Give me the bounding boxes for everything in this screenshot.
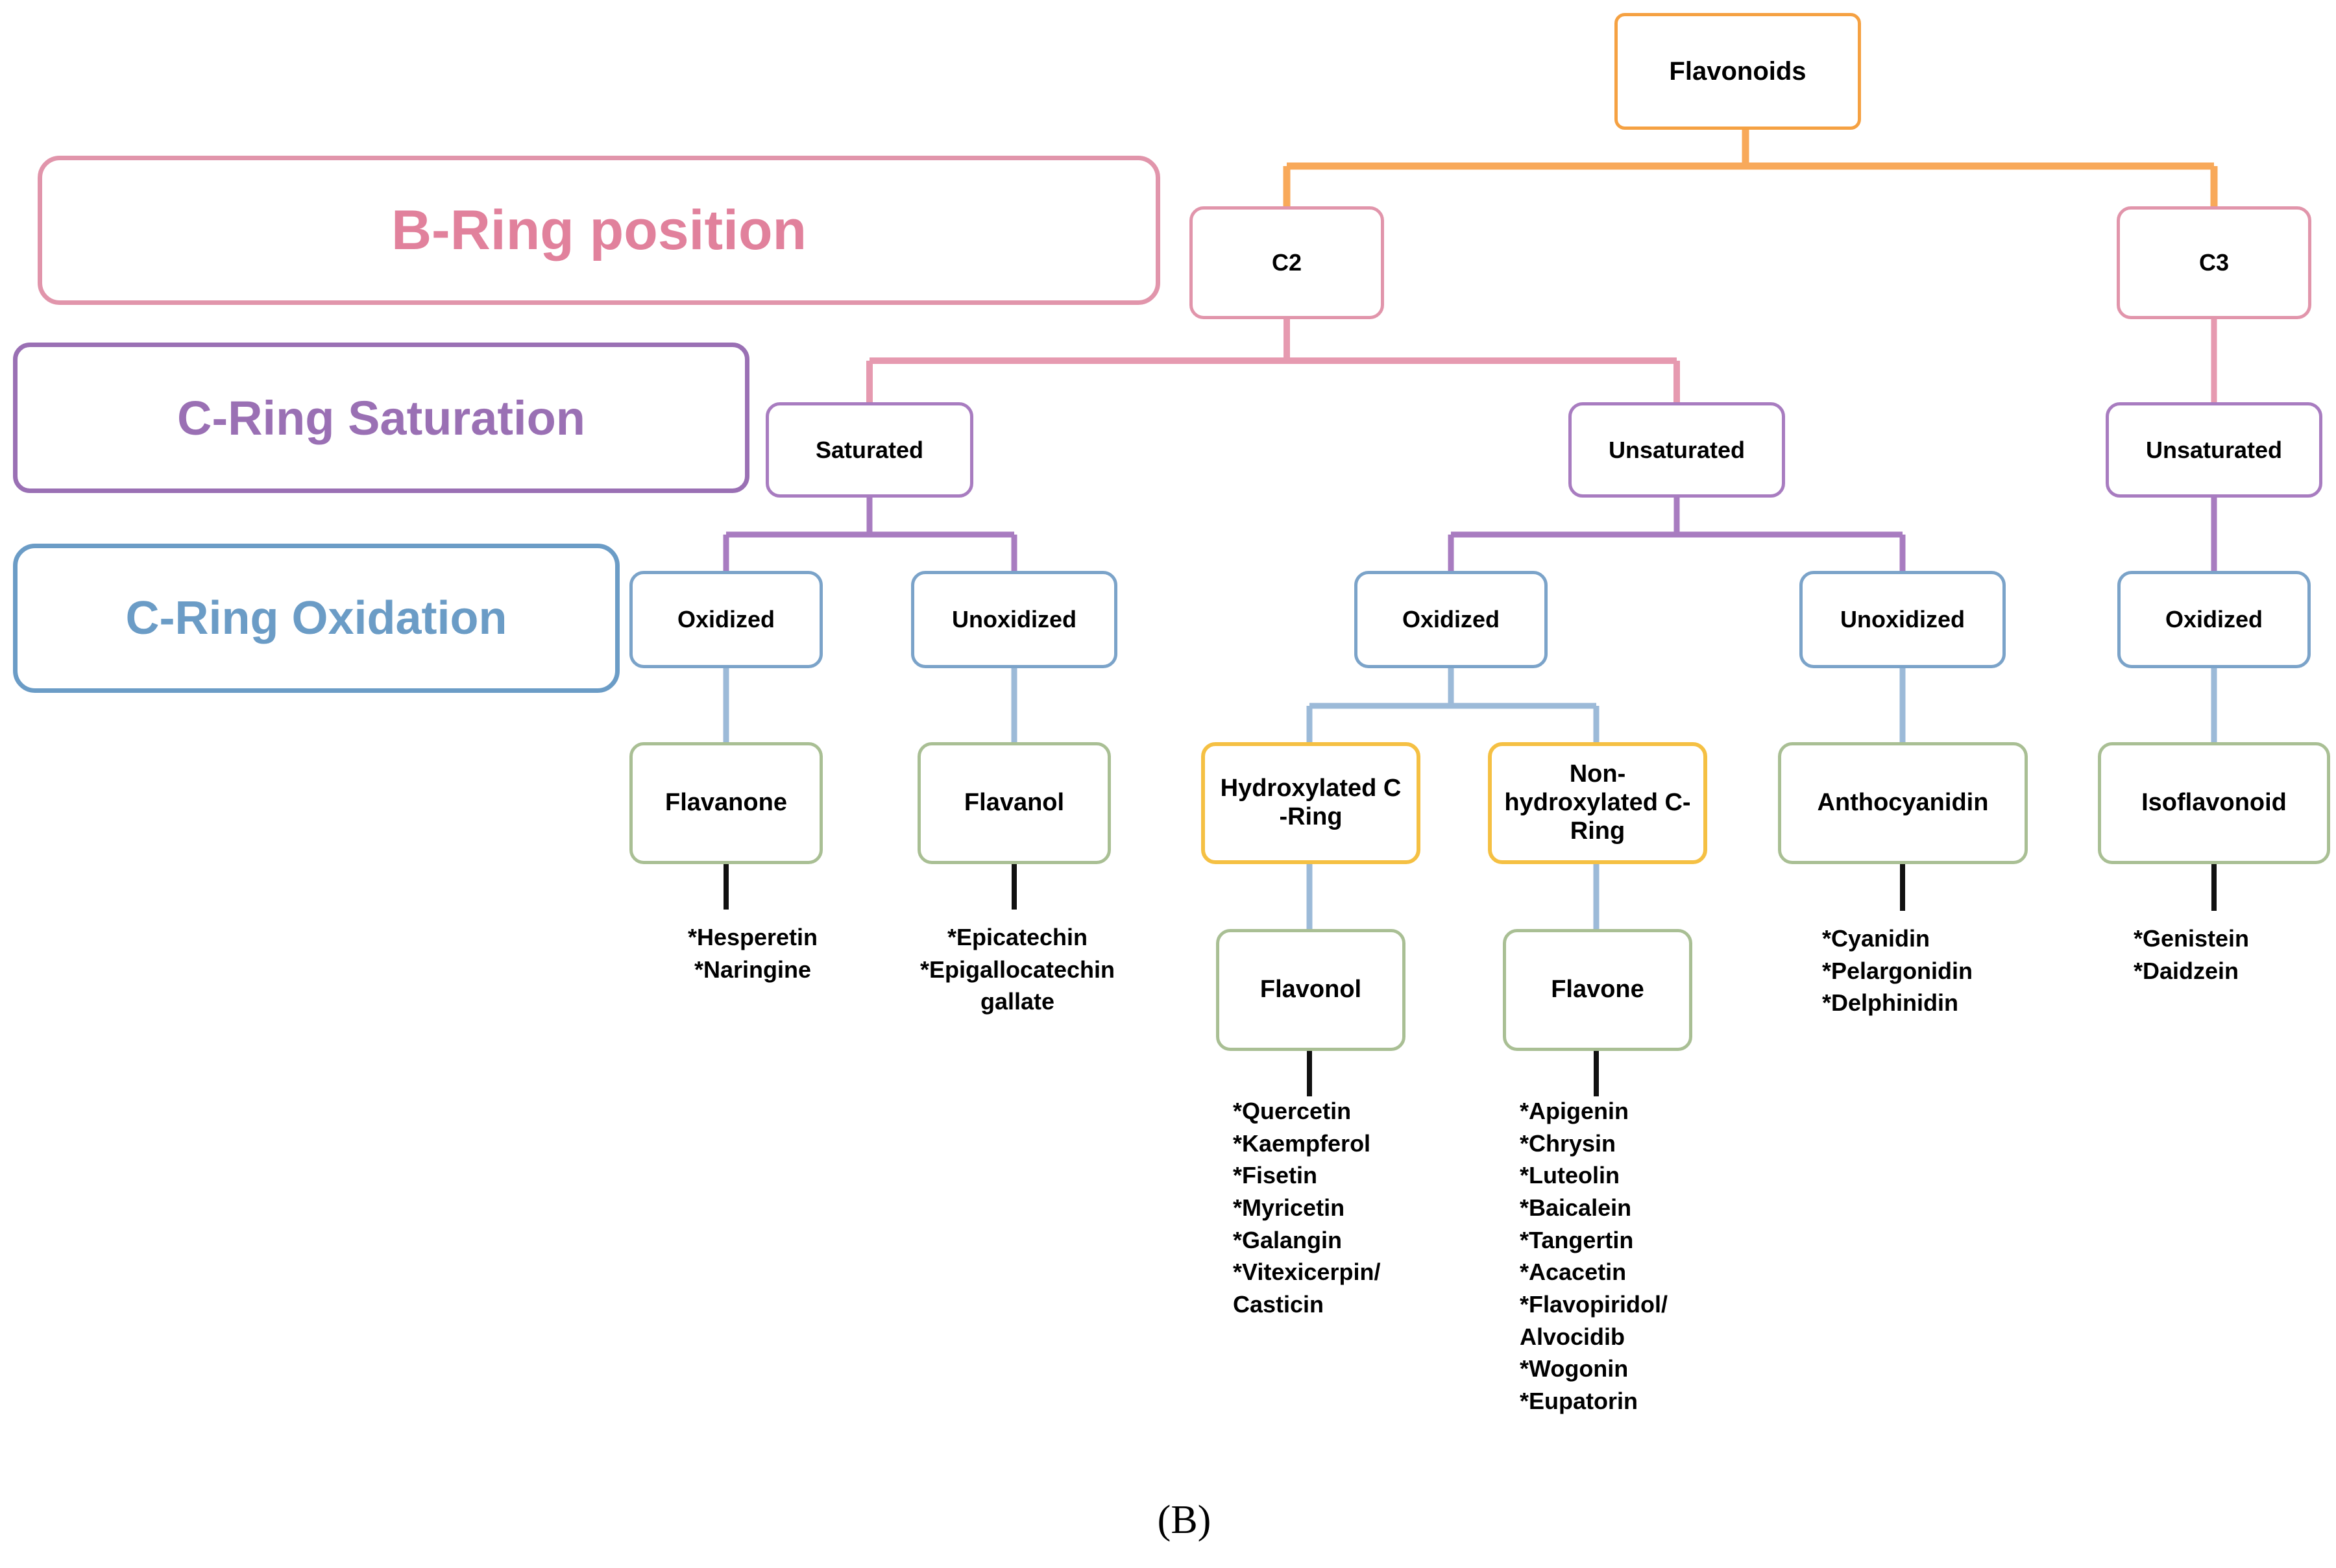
legend-c-ring-oxidation-label: C-Ring Oxidation (125, 592, 507, 644)
node-flavone[interactable]: Flavone (1503, 929, 1692, 1051)
node-unsaturated-c2[interactable]: Unsaturated (1568, 402, 1785, 498)
legend-b-ring-position: B-Ring position (38, 156, 1160, 305)
node-oxidized-saturated-label: Oxidized (677, 606, 775, 633)
node-non-hydroxylated-c-ring[interactable]: Non-hydroxylated C-Ring (1488, 742, 1707, 864)
node-oxidized-c3[interactable]: Oxidized (2117, 571, 2311, 668)
legend-c-ring-saturation: C-Ring Saturation (13, 343, 749, 493)
node-flavanol-label: Flavanol (964, 789, 1065, 817)
node-unoxidized-saturated[interactable]: Unoxidized (911, 571, 1117, 668)
compound-list-flavanol: *Epicatechin *Epigallocatechin gallate (919, 924, 1115, 1015)
node-saturated-label: Saturated (815, 436, 924, 463)
node-unsaturated-c3[interactable]: Unsaturated (2106, 402, 2322, 498)
node-anthocyanidin-label: Anthocyanidin (1817, 789, 1989, 817)
compound-list-flavone: *Apigenin *Chrysin *Luteolin *Baicalein … (1520, 1098, 1668, 1415)
compound-list-isoflavonoid: *Genistein *Daidzein (2134, 925, 2250, 984)
legend-c-ring-oxidation: C-Ring Oxidation (13, 544, 620, 693)
node-flavonol[interactable]: Flavonol (1216, 929, 1405, 1051)
node-c3-label: C3 (2198, 249, 2230, 276)
legend-b-ring-position-label: B-Ring position (391, 199, 807, 261)
node-c2-label: C2 (1271, 249, 1302, 276)
figure-caption: (B) (1157, 1498, 1211, 1542)
node-isoflavonoid[interactable]: Isoflavonoid (2098, 742, 2330, 864)
node-oxidized-c3-label: Oxidized (2165, 606, 2263, 633)
node-unsaturated-c3-label: Unsaturated (2145, 436, 2283, 463)
node-oxidized-unsaturated-label: Oxidized (1402, 606, 1500, 633)
node-non-hydroxylated-c-ring-label: Non-hydroxylated C-Ring (1504, 760, 1691, 845)
node-flavonoids-label: Flavonoids (1669, 57, 1807, 86)
compound-list-anthocyanidin: *Cyanidin *Pelargonidin *Delphinidin (1822, 925, 1973, 1017)
node-hydroxylated-c-ring-label: Hydroxylated C -Ring (1220, 775, 1402, 830)
node-flavonoids[interactable]: Flavonoids (1614, 13, 1861, 130)
node-oxidized-saturated[interactable]: Oxidized (629, 571, 823, 668)
node-c3[interactable]: C3 (2117, 206, 2311, 319)
node-flavanol[interactable]: Flavanol (918, 742, 1111, 864)
node-unoxidized-unsaturated-label: Unoxidized (1840, 606, 1965, 633)
node-saturated[interactable]: Saturated (766, 402, 973, 498)
node-flavanone-label: Flavanone (665, 789, 787, 817)
node-unsaturated-c2-label: Unsaturated (1608, 436, 1746, 463)
node-c2[interactable]: C2 (1189, 206, 1384, 319)
node-isoflavonoid-label: Isoflavonoid (2141, 789, 2287, 817)
node-unoxidized-unsaturated[interactable]: Unoxidized (1799, 571, 2006, 668)
node-oxidized-unsaturated[interactable]: Oxidized (1354, 571, 1548, 668)
compound-list-flavanone: *Hesperetin *Naringine (687, 924, 818, 983)
node-flavonol-label: Flavonol (1259, 976, 1362, 1004)
legend-c-ring-saturation-label: C-Ring Saturation (177, 391, 585, 445)
node-anthocyanidin[interactable]: Anthocyanidin (1778, 742, 2028, 864)
compound-list-flavonol: *Quercetin *Kaempferol *Fisetin *Myricet… (1233, 1098, 1381, 1318)
node-hydroxylated-c-ring[interactable]: Hydroxylated C -Ring (1201, 742, 1420, 864)
node-unoxidized-saturated-label: Unoxidized (951, 606, 1077, 633)
node-flavone-label: Flavone (1551, 976, 1644, 1004)
node-flavanone[interactable]: Flavanone (629, 742, 823, 864)
